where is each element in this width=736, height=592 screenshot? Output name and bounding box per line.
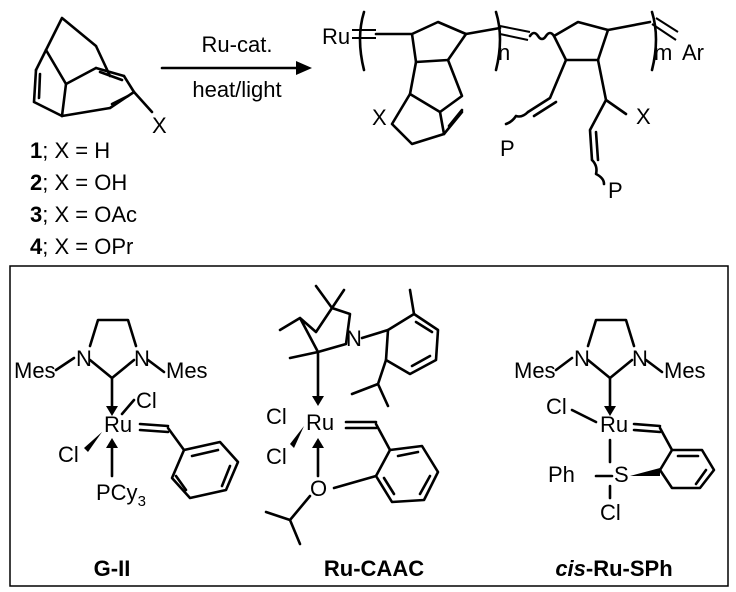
polymer-ar-end: Ar — [682, 40, 704, 65]
polymer-x-right: X — [636, 104, 651, 129]
catalyst-gii: Mes N N Mes Ru Cl Cl PCy3 G-II — [14, 318, 240, 581]
gii-cl-left: Cl — [58, 442, 79, 467]
sph-mes-right: Mes — [664, 358, 706, 383]
sph-metal: Ru — [600, 412, 628, 437]
sph-n-left: N — [574, 346, 590, 371]
sph-ph: Ph — [548, 462, 575, 487]
polymer-structure: Ru X n P X P m Ar — [322, 10, 704, 203]
polymer-p-right: P — [608, 178, 623, 203]
gii-n-left: N — [76, 346, 92, 371]
compound-3-label: 3; X = OAc — [30, 202, 137, 227]
caac-o: O — [310, 476, 327, 501]
gii-name: G-II — [94, 556, 131, 581]
sph-cl-top: Cl — [546, 394, 567, 419]
polymer-x-left: X — [372, 105, 387, 130]
sph-mes-left: Mes — [514, 358, 556, 383]
catalyst-box — [9, 265, 729, 587]
caac-name: Ru-CAAC — [324, 556, 424, 581]
monomer-x-label: X — [152, 113, 167, 138]
caac-cl-top: Cl — [266, 404, 287, 429]
catalyst-sph: Mes N N Mes Ru Cl S Ph Cl cis-Ru-SPh — [514, 318, 716, 581]
reaction-arrow — [160, 61, 312, 75]
gii-mes-right: Mes — [166, 358, 208, 383]
sph-s: S — [614, 462, 629, 487]
sph-name: cis-Ru-SPh — [555, 556, 672, 581]
catalyst-caac: N Ru Cl Cl O Ru-CAAC — [264, 284, 440, 581]
caac-n: N — [346, 326, 362, 351]
gii-cl-top: Cl — [136, 388, 157, 413]
gii-n-right: N — [134, 346, 150, 371]
gii-phosphine: PCy3 — [96, 480, 146, 510]
caac-cl-bottom: Cl — [266, 444, 287, 469]
compound-2-label: 2; X = OH — [30, 170, 127, 195]
polymer-ru-end: Ru — [322, 24, 350, 49]
polymer-m-subscript: m — [654, 40, 672, 65]
polymer-n-subscript: n — [498, 40, 510, 65]
compound-4-label: 4; X = OPr — [30, 234, 133, 259]
sph-cl-bottom: Cl — [600, 500, 621, 525]
sph-n-right: N — [632, 346, 648, 371]
caac-metal: Ru — [306, 410, 334, 435]
arrow-reagent-label: Ru-cat. — [202, 32, 273, 57]
compound-1-label: 1; X = H — [30, 138, 110, 163]
monomer-structure: X — [32, 16, 167, 138]
polymer-p-left: P — [500, 136, 515, 161]
arrow-condition-label: heat/light — [192, 77, 281, 102]
compound-list: 1; X = H 2; X = OH 3; X = OAc 4; X = OPr — [30, 138, 137, 259]
gii-mes-left: Mes — [14, 358, 56, 383]
gii-metal: Ru — [104, 412, 132, 437]
